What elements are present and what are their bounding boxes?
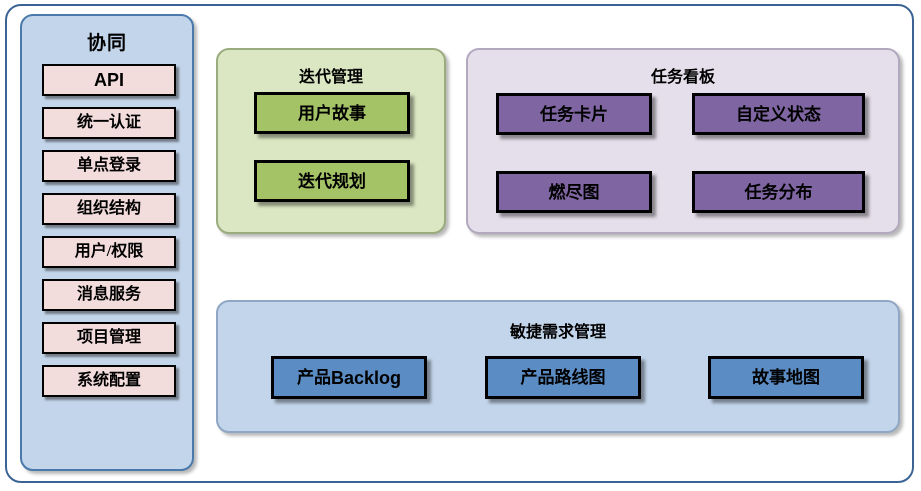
sidebar-item-project-management[interactable]: 项目管理 (42, 322, 176, 354)
card-task-distribution[interactable]: 任务分布 (692, 171, 865, 213)
card-story-map[interactable]: 故事地图 (708, 356, 864, 399)
card-iteration-planning[interactable]: 迭代规划 (254, 160, 410, 202)
panel-task-board[interactable]: 任务看板 任务卡片 自定义状态 燃尽图 任务分布 (466, 48, 900, 234)
panel-iteration-management-title: 迭代管理 (298, 69, 363, 86)
card-product-backlog-han: 产品 (296, 368, 331, 387)
card-task-card[interactable]: 任务卡片 (496, 93, 652, 135)
sidebar-item-list: API 统一认证 单点登录 组织结构 用户/权限 消息服务 项目管理 系统配置 (42, 64, 176, 408)
panel-collaboration[interactable]: 协同 API 统一认证 单点登录 组织结构 用户/权限 消息服务 项目管理 系统… (20, 14, 194, 471)
card-user-story[interactable]: 用户故事 (254, 92, 410, 134)
sidebar-item-org-structure[interactable]: 组织结构 (42, 193, 176, 225)
card-custom-status[interactable]: 自定义状态 (692, 93, 865, 135)
sidebar-item-api[interactable]: API (42, 64, 176, 96)
sidebar-item-user-permission[interactable]: 用户/权限 (42, 236, 176, 268)
sidebar-item-message-service[interactable]: 消息服务 (42, 279, 176, 311)
sidebar-item-unified-auth[interactable]: 统一认证 (42, 107, 176, 139)
panel-collaboration-title: 协同 (86, 33, 127, 54)
card-product-backlog-latin: Backlog (330, 367, 402, 388)
card-burndown-chart[interactable]: 燃尽图 (496, 171, 652, 213)
panel-iteration-management[interactable]: 迭代管理 用户故事 迭代规划 (216, 48, 446, 234)
card-product-roadmap[interactable]: 产品路线图 (485, 356, 641, 399)
sidebar-item-system-config[interactable]: 系统配置 (42, 365, 176, 397)
sidebar-item-single-sign-on[interactable]: 单点登录 (42, 150, 176, 182)
panel-agile-requirement-management-title: 敏捷需求管理 (509, 324, 606, 341)
panel-task-board-title: 任务看板 (650, 69, 715, 86)
